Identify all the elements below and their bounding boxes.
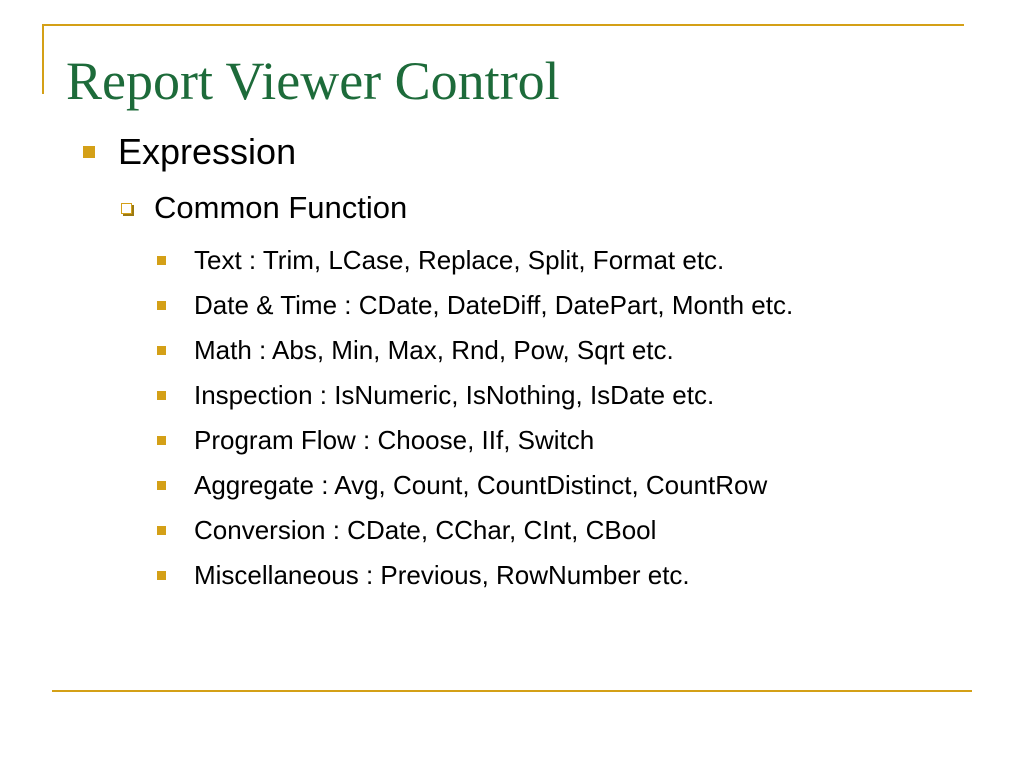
small-square-bullet-icon bbox=[157, 391, 166, 400]
list-item-text: Text : Trim, LCase, Replace, Split, Form… bbox=[194, 245, 725, 275]
left-rule bbox=[42, 24, 44, 94]
list-item-text: Aggregate : Avg, Count, CountDistinct, C… bbox=[194, 470, 768, 500]
list-item-text: Miscellaneous : Previous, RowNumber etc. bbox=[194, 560, 690, 590]
small-square-bullet-icon bbox=[157, 571, 166, 580]
list-item: Aggregate : Avg, Count, CountDistinct, C… bbox=[157, 463, 793, 508]
bullet-level2: Common Function bbox=[121, 190, 407, 226]
list-item-text: Conversion : CDate, CChar, CInt, CBool bbox=[194, 515, 657, 545]
list-item-text: Date & Time : CDate, DateDiff, DatePart,… bbox=[194, 290, 794, 320]
small-square-bullet-icon bbox=[157, 526, 166, 535]
list-item: Date & Time : CDate, DateDiff, DatePart,… bbox=[157, 283, 793, 328]
list-item: Miscellaneous : Previous, RowNumber etc. bbox=[157, 553, 793, 598]
list-item-text: Program Flow : Choose, IIf, Switch bbox=[194, 425, 595, 455]
bottom-rule bbox=[52, 690, 972, 692]
bullet-level1-text: Expression bbox=[118, 131, 297, 172]
slide-title: Report Viewer Control bbox=[66, 51, 560, 111]
bullet-level1: Expression bbox=[83, 131, 296, 173]
list-item: Math : Abs, Min, Max, Rnd, Pow, Sqrt etc… bbox=[157, 328, 793, 373]
list-item: Program Flow : Choose, IIf, Switch bbox=[157, 418, 793, 463]
small-square-bullet-icon bbox=[157, 346, 166, 355]
list-item-text: Inspection : IsNumeric, IsNothing, IsDat… bbox=[194, 380, 715, 410]
hollow-square-bullet-icon bbox=[121, 202, 132, 214]
filled-square-bullet-icon bbox=[83, 146, 95, 158]
small-square-bullet-icon bbox=[157, 301, 166, 310]
list-item: Inspection : IsNumeric, IsNothing, IsDat… bbox=[157, 373, 793, 418]
small-square-bullet-icon bbox=[157, 481, 166, 490]
list-item: Conversion : CDate, CChar, CInt, CBool bbox=[157, 508, 793, 553]
list-item: Text : Trim, LCase, Replace, Split, Form… bbox=[157, 238, 793, 283]
top-rule bbox=[44, 24, 964, 26]
list-item-text: Math : Abs, Min, Max, Rnd, Pow, Sqrt etc… bbox=[194, 335, 674, 365]
function-list: Text : Trim, LCase, Replace, Split, Form… bbox=[157, 238, 793, 598]
small-square-bullet-icon bbox=[157, 256, 166, 265]
small-square-bullet-icon bbox=[157, 436, 166, 445]
bullet-level2-text: Common Function bbox=[154, 190, 408, 225]
